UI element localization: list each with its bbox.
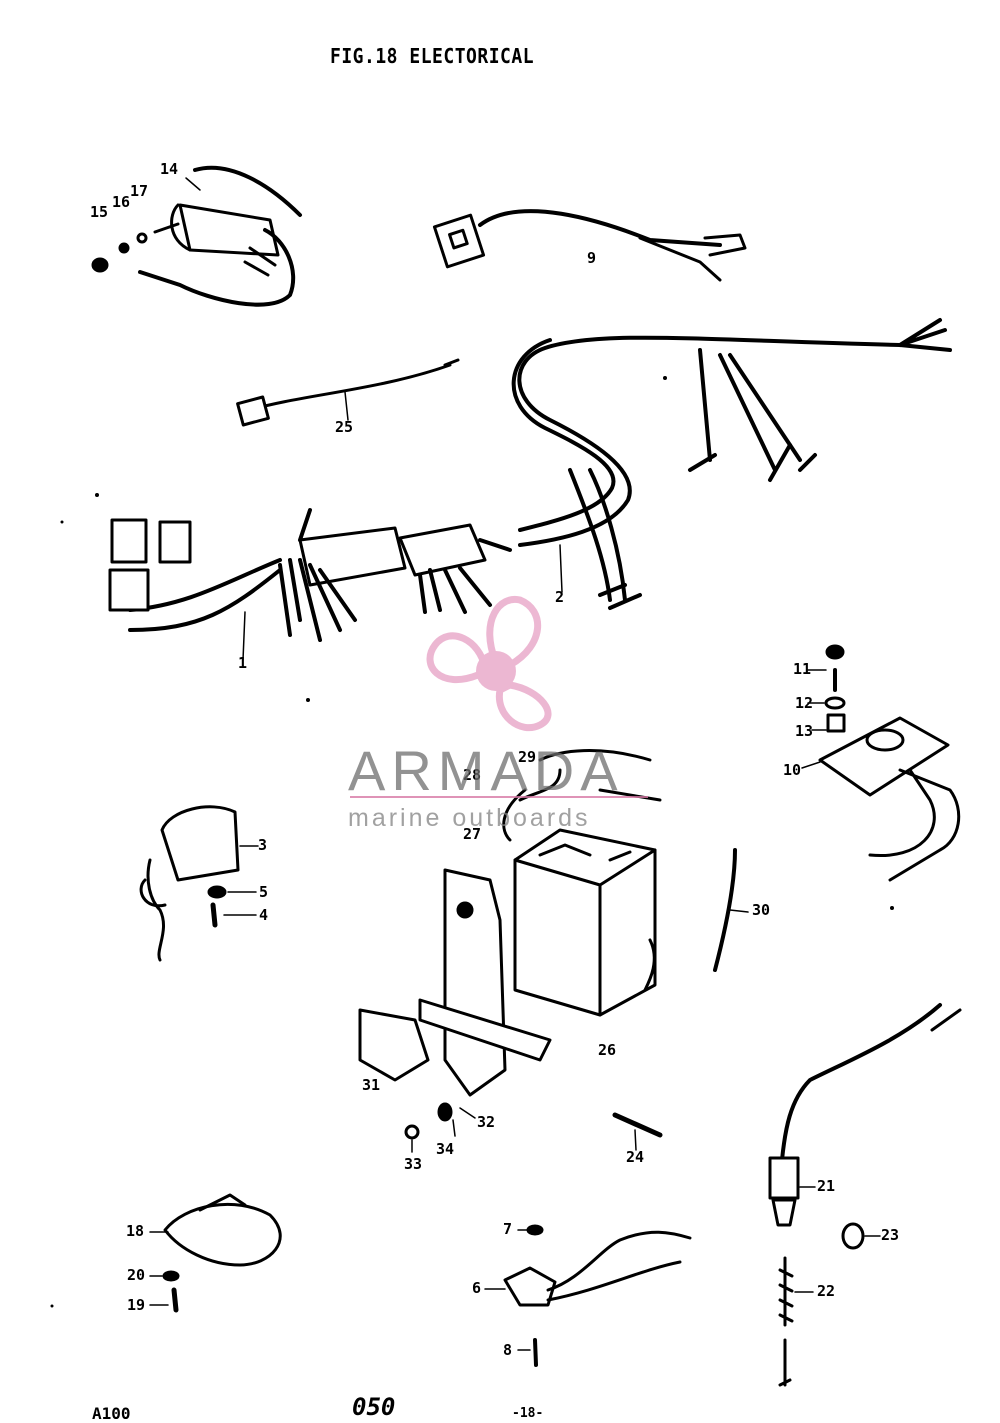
regulator-10 — [818, 644, 961, 882]
callout-19: 19 — [127, 1296, 146, 1314]
horn-18 — [162, 1193, 282, 1313]
main-wiring-harness — [108, 318, 952, 642]
figure-title: FIG.18 ELECTORICAL — [330, 44, 535, 69]
neutral-switch-21 — [768, 1003, 962, 1387]
callout-10: 10 — [783, 761, 802, 779]
callout-5: 5 — [259, 883, 269, 901]
watermark-brand: ARMADA — [348, 739, 624, 802]
stamp-number: 050 — [352, 1393, 396, 1421]
ignition-coil — [91, 165, 302, 307]
callout-16: 16 — [112, 193, 131, 211]
ignition-switch — [139, 805, 240, 962]
callout-20: 20 — [127, 1266, 146, 1284]
callout-33: 33 — [404, 1155, 423, 1173]
battery-bracket — [358, 868, 552, 1140]
callout-34: 34 — [436, 1140, 455, 1158]
callout-13: 13 — [795, 722, 814, 740]
callout-7: 7 — [503, 1220, 513, 1238]
callout-6: 6 — [472, 1279, 482, 1297]
callout-17: 17 — [130, 182, 149, 200]
lead-wire-25 — [236, 358, 460, 427]
callout-14: 14 — [160, 160, 179, 178]
callout-26: 26 — [598, 1041, 617, 1059]
wire-connector-9 — [432, 209, 747, 282]
callout-8: 8 — [503, 1341, 513, 1359]
callout-11: 11 — [793, 660, 812, 678]
callout-29: 29 — [518, 748, 537, 766]
callout-4: 4 — [259, 906, 269, 924]
callout-2: 2 — [555, 588, 565, 606]
vent-tube-30 — [713, 848, 737, 972]
battery-26 — [513, 828, 657, 1017]
callout-25: 25 — [335, 418, 354, 436]
callout-12: 12 — [795, 694, 814, 712]
watermark-tagline: marine outboards — [348, 804, 591, 832]
watermark-rule — [350, 796, 648, 798]
callout-27: 27 — [463, 825, 482, 843]
relay-6 — [503, 1224, 692, 1367]
callout-32: 32 — [477, 1113, 496, 1131]
callout-28: 28 — [463, 766, 482, 784]
model-code: A100 — [92, 1404, 131, 1423]
propeller-logo-icon — [426, 595, 552, 731]
callout-30: 30 — [752, 901, 771, 919]
callout-31: 31 — [362, 1076, 381, 1094]
page-number: -18- — [512, 1406, 544, 1421]
callout-23: 23 — [881, 1226, 900, 1244]
callout-1: 1 — [238, 654, 248, 672]
callout-15: 15 — [90, 203, 109, 221]
callout-18: 18 — [126, 1222, 145, 1240]
callout-22: 22 — [817, 1282, 836, 1300]
callout-21: 21 — [817, 1177, 836, 1195]
callout-9: 9 — [587, 249, 597, 267]
callout-24: 24 — [626, 1148, 645, 1166]
fuse-24 — [612, 1112, 663, 1138]
callout-3: 3 — [258, 836, 268, 854]
